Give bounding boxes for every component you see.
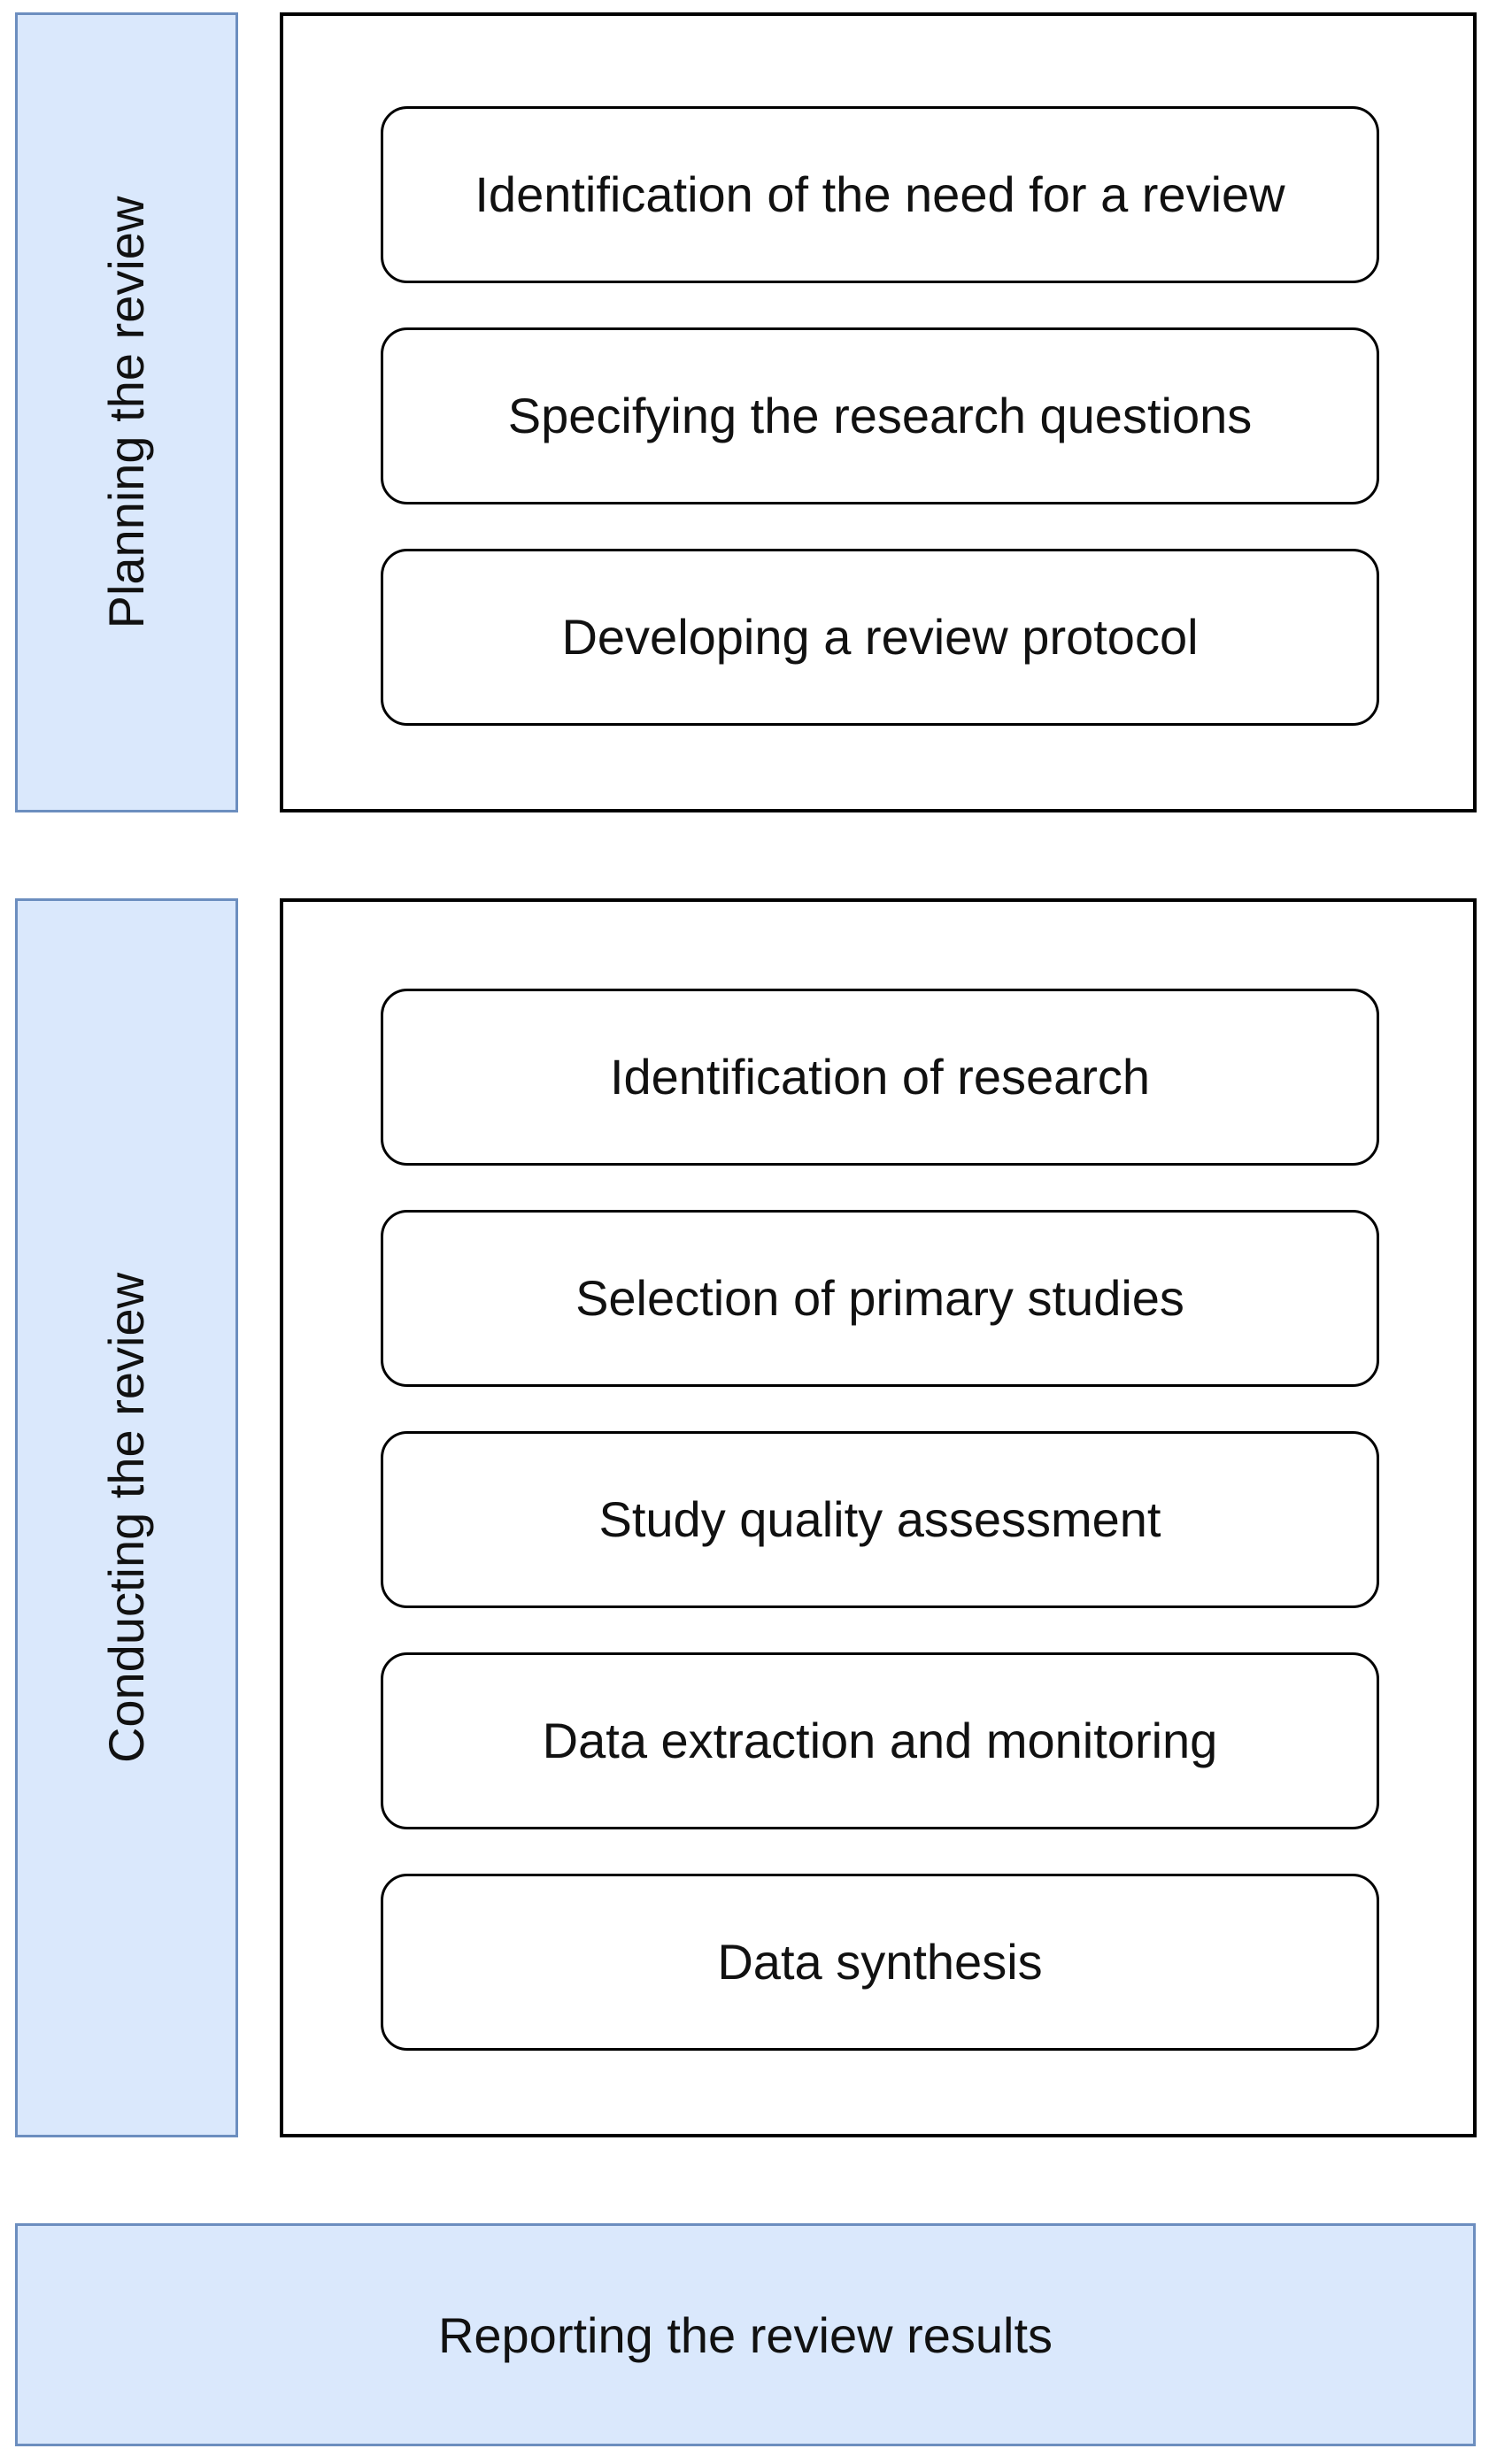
step-research-questions: Specifying the research questions	[381, 327, 1379, 504]
lane-planning-label: Planning the review	[98, 196, 154, 629]
lane-reporting: Reporting the review results	[15, 2223, 1476, 2446]
phase-box-conducting: Identification of research Selection of …	[280, 898, 1477, 2137]
phase-box-planning: Identification of the need for a review …	[280, 12, 1477, 812]
lane-reporting-label: Reporting the review results	[437, 2306, 1053, 2363]
step-review-protocol: Developing a review protocol	[381, 549, 1379, 726]
step-quality-assessment: Study quality assessment	[381, 1431, 1379, 1608]
lane-conducting: Conducting the review	[15, 898, 238, 2137]
step-data-extraction: Data extraction and monitoring	[381, 1652, 1379, 1829]
step-selection-primary-studies: Selection of primary studies	[381, 1210, 1379, 1387]
step-identification-of-research: Identification of research	[381, 989, 1379, 1166]
lane-conducting-label: Conducting the review	[98, 1272, 154, 1764]
step-data-synthesis: Data synthesis	[381, 1874, 1379, 2051]
step-need-for-review: Identification of the need for a review	[381, 106, 1379, 283]
lane-planning: Planning the review	[15, 12, 238, 812]
